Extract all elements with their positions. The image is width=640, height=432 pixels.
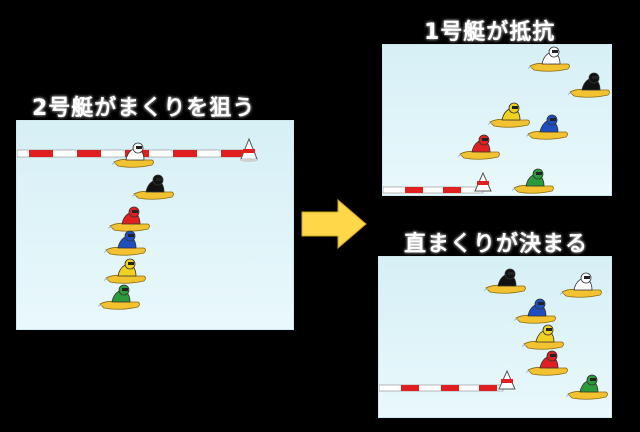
boat-4 [513,296,558,326]
boat-3 [457,132,502,162]
boat-icon [103,258,146,284]
boat-6 [511,166,556,196]
right-bottom-panel [378,256,612,418]
boat-1 [111,140,156,170]
boat-icon [527,46,570,72]
boat-icon [457,134,500,160]
boat-6 [97,282,142,312]
boat-icon [567,72,610,98]
boat-icon [511,168,554,194]
boat-icon [525,350,568,376]
boat-icon [103,230,146,256]
boat-4 [103,228,148,258]
turn-buoy [240,137,258,162]
boat-1 [559,270,604,300]
right-bottom-caption: 直まくりが決まる [404,232,589,257]
boat-icon [559,272,602,298]
boat-icon [521,324,564,350]
boat-icon [131,174,174,200]
boat-icon [97,284,140,310]
left-caption: 2号艇がまくりを狙う [32,96,256,121]
boat-3 [107,204,152,234]
boat-6 [565,372,610,402]
right-top-caption: 1号艇が抵抗 [424,20,556,45]
boat-icon [487,102,530,128]
boat-2 [483,266,528,296]
boat-4 [525,112,570,142]
boat-icon [525,114,568,140]
right-arrow-icon [301,198,367,250]
boat-icon [565,374,608,400]
boat-1 [527,44,572,74]
boat-icon [513,298,556,324]
boat-5 [487,100,532,130]
boat-2 [131,172,176,202]
boat-5 [521,322,566,352]
boat-icon [107,206,150,232]
boat-5 [103,256,148,286]
boat-3 [525,348,570,378]
boat-icon [483,268,526,294]
boat-icon [111,142,154,168]
turn-mark-line [383,171,492,194]
turn-mark-line [379,369,516,392]
boat-2 [567,70,612,100]
